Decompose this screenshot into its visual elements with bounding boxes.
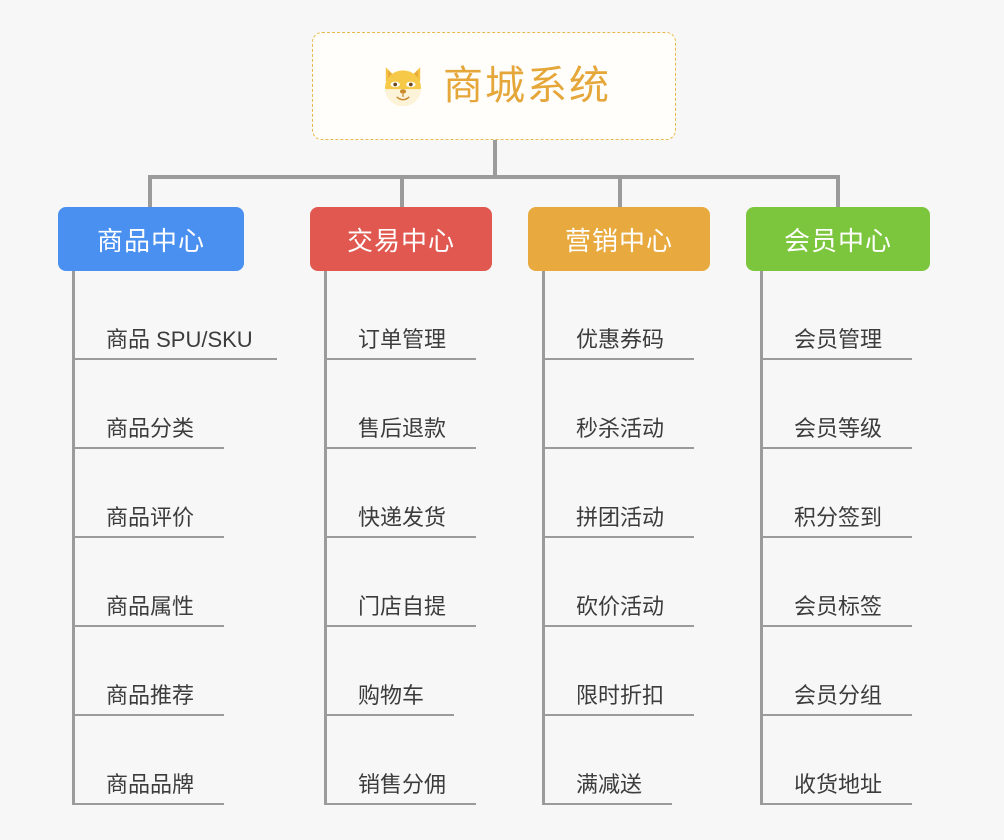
- list-item-label: 订单管理: [358, 327, 447, 352]
- connector-drop-member-center: [836, 175, 840, 209]
- list-item[interactable]: 售后退款: [310, 360, 492, 449]
- branch-items-trade-center: 订单管理 售后退款 快递发货 门店自提 购物车 销售分佣: [310, 271, 492, 805]
- branch-items-product-center: 商品 SPU/SKU 商品分类 商品评价 商品属性 商品推荐 商品品牌: [58, 271, 277, 805]
- list-item[interactable]: 商品评价: [58, 449, 244, 538]
- list-item-rule: [760, 714, 912, 716]
- connector-root-stem: [493, 140, 497, 178]
- list-item-label: 商品评价: [106, 505, 195, 530]
- branch-spine: [542, 271, 545, 805]
- list-item-label: 购物车: [358, 683, 425, 708]
- list-item-rule: [760, 803, 912, 805]
- list-item-rule: [72, 803, 224, 805]
- list-item[interactable]: 商品推荐: [58, 627, 244, 716]
- list-item[interactable]: 收货地址: [746, 716, 930, 805]
- branch-header-member-center[interactable]: 会员中心: [746, 207, 930, 271]
- list-item-label: 商品 SPU/SKU: [106, 327, 253, 352]
- list-item-rule: [760, 447, 912, 449]
- list-item-rule: [324, 714, 454, 716]
- root-node-mall-system[interactable]: 商城系统: [312, 32, 676, 140]
- branch-items-marketing-center: 优惠券码 秒杀活动 拼团活动 砍价活动 限时折扣 满减送: [528, 271, 710, 805]
- list-item-label: 销售分佣: [358, 772, 447, 797]
- list-item-rule: [324, 625, 476, 627]
- list-item-rule: [760, 358, 912, 360]
- list-item-label: 满减送: [576, 772, 643, 797]
- list-item-label: 收货地址: [794, 772, 883, 797]
- connector-drop-marketing-center: [618, 175, 622, 209]
- list-item-rule: [542, 358, 694, 360]
- branch-spine: [72, 271, 75, 805]
- list-item-rule: [542, 714, 694, 716]
- list-item-label: 会员分组: [794, 683, 883, 708]
- list-item[interactable]: 销售分佣: [310, 716, 492, 805]
- connector-drop-trade-center: [400, 175, 404, 209]
- list-item[interactable]: 商品品牌: [58, 716, 244, 805]
- branch-header-product-center[interactable]: 商品中心: [58, 207, 244, 271]
- list-item-rule: [542, 536, 694, 538]
- list-item-rule: [324, 536, 476, 538]
- list-item[interactable]: 会员标签: [746, 538, 930, 627]
- list-item-label: 拼团活动: [576, 505, 665, 530]
- list-item-rule: [72, 625, 224, 627]
- branch-header-marketing-center[interactable]: 营销中心: [528, 207, 710, 271]
- list-item-label: 快递发货: [358, 505, 447, 530]
- list-item-label: 优惠券码: [576, 327, 665, 352]
- list-item-rule: [760, 536, 912, 538]
- list-item-label: 秒杀活动: [576, 416, 665, 441]
- dog-face-icon: [377, 60, 429, 112]
- list-item-rule: [72, 714, 224, 716]
- list-item[interactable]: 快递发货: [310, 449, 492, 538]
- branch-spine: [324, 271, 327, 805]
- list-item[interactable]: 积分签到: [746, 449, 930, 538]
- list-item-label: 商品属性: [106, 594, 195, 619]
- list-item-rule: [542, 447, 694, 449]
- list-item-label: 会员标签: [794, 594, 883, 619]
- list-item[interactable]: 砍价活动: [528, 538, 710, 627]
- list-item-label: 砍价活动: [576, 594, 665, 619]
- list-item[interactable]: 会员等级: [746, 360, 930, 449]
- list-item-rule: [72, 358, 277, 360]
- list-item[interactable]: 秒杀活动: [528, 360, 710, 449]
- list-item-label: 售后退款: [358, 416, 447, 441]
- branch-member-center: 会员中心 会员管理 会员等级 积分签到 会员标签 会员分组: [746, 207, 930, 805]
- branch-items-member-center: 会员管理 会员等级 积分签到 会员标签 会员分组 收货地址: [746, 271, 930, 805]
- list-item-label: 商品品牌: [106, 772, 195, 797]
- list-item[interactable]: 购物车: [310, 627, 492, 716]
- list-item[interactable]: 商品 SPU/SKU: [58, 271, 277, 360]
- list-item-rule: [72, 447, 224, 449]
- list-item-label: 门店自提: [358, 594, 447, 619]
- list-item-rule: [760, 625, 912, 627]
- list-item[interactable]: 满减送: [528, 716, 710, 805]
- connector-horizontal-bus: [148, 175, 840, 179]
- list-item[interactable]: 门店自提: [310, 538, 492, 627]
- list-item[interactable]: 会员分组: [746, 627, 930, 716]
- list-item-rule: [542, 803, 672, 805]
- list-item[interactable]: 订单管理: [310, 271, 492, 360]
- connector-drop-product-center: [148, 175, 152, 209]
- list-item[interactable]: 商品分类: [58, 360, 244, 449]
- list-item[interactable]: 限时折扣: [528, 627, 710, 716]
- list-item-rule: [324, 447, 476, 449]
- list-item[interactable]: 优惠券码: [528, 271, 710, 360]
- branch-trade-center: 交易中心 订单管理 售后退款 快递发货 门店自提 购物车: [310, 207, 492, 805]
- list-item-rule: [324, 803, 476, 805]
- list-item-rule: [542, 625, 694, 627]
- list-item[interactable]: 拼团活动: [528, 449, 710, 538]
- list-item-label: 限时折扣: [576, 683, 665, 708]
- list-item-label: 会员管理: [794, 327, 883, 352]
- list-item-rule: [72, 536, 224, 538]
- list-item-label: 积分签到: [794, 505, 883, 530]
- list-item-label: 商品分类: [106, 416, 195, 441]
- branch-product-center: 商品中心 商品 SPU/SKU 商品分类 商品评价 商品属性 商品推荐: [58, 207, 277, 805]
- root-node-title: 商城系统: [443, 64, 611, 108]
- branch-marketing-center: 营销中心 优惠券码 秒杀活动 拼团活动 砍价活动 限时折扣: [528, 207, 710, 805]
- branch-spine: [760, 271, 763, 805]
- list-item-rule: [324, 358, 476, 360]
- list-item[interactable]: 会员管理: [746, 271, 930, 360]
- list-item-label: 会员等级: [794, 416, 883, 441]
- list-item[interactable]: 商品属性: [58, 538, 244, 627]
- branch-header-trade-center[interactable]: 交易中心: [310, 207, 492, 271]
- list-item-label: 商品推荐: [106, 683, 195, 708]
